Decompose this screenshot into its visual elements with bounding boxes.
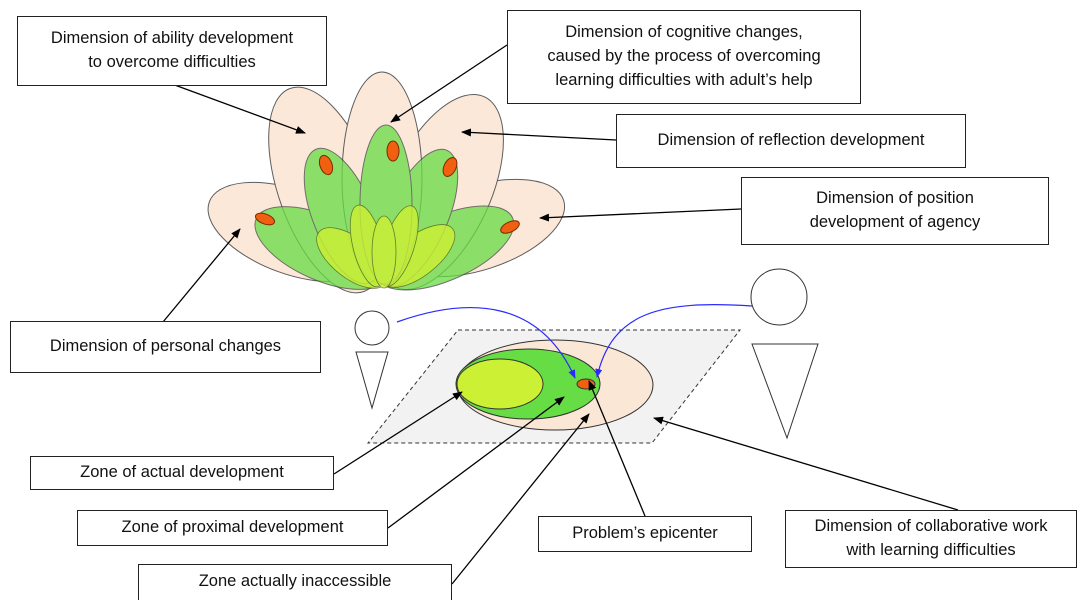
label-zone-actual: Zone of actual development bbox=[30, 456, 334, 490]
petal-tip-upper-right bbox=[442, 157, 458, 177]
label-cognitive-changes-text: Dimension of cognitive changes, caused b… bbox=[547, 23, 821, 89]
label-zone-proximal-text: Zone of proximal development bbox=[121, 518, 344, 537]
arrow-reflection bbox=[461, 128, 617, 141]
label-reflection-development-text: Dimension of reflection development bbox=[657, 131, 925, 150]
label-ability-development: Dimension of ability development to over… bbox=[17, 16, 327, 86]
label-problem-epicenter: Problem’s epicenter bbox=[538, 516, 752, 552]
label-position-development-text: Dimension of position development of age… bbox=[809, 189, 981, 231]
arrow-position bbox=[539, 208, 742, 222]
petal-tip-left bbox=[254, 212, 276, 226]
adult-head bbox=[750, 268, 808, 326]
label-collaborative-work: Dimension of collaborative work with lea… bbox=[785, 510, 1077, 568]
child-figure bbox=[354, 310, 390, 410]
adult-figure bbox=[750, 268, 819, 440]
arrow-inaccessible bbox=[451, 413, 590, 585]
core-petal-center bbox=[371, 215, 397, 289]
child-to-epicenter-arc bbox=[396, 307, 576, 379]
petal-tip-upper-left bbox=[318, 154, 334, 176]
adult-body bbox=[751, 343, 819, 440]
petal-tip-right bbox=[500, 220, 520, 234]
label-position-development: Dimension of position development of age… bbox=[741, 177, 1049, 245]
arrow-epicenter bbox=[588, 380, 646, 517]
label-cognitive-changes: Dimension of cognitive changes, caused b… bbox=[507, 10, 861, 104]
child-body bbox=[355, 351, 389, 410]
arrow-cognitive bbox=[390, 44, 508, 123]
arrow-ability bbox=[171, 83, 306, 134]
arrow-personal bbox=[162, 228, 241, 323]
label-personal-changes: Dimension of personal changes bbox=[10, 321, 321, 373]
flower-petal-tips bbox=[254, 140, 520, 234]
label-personal-changes-text: Dimension of personal changes bbox=[49, 337, 282, 356]
petal-tip-top bbox=[386, 140, 400, 162]
adult-to-epicenter-arc bbox=[595, 304, 753, 378]
flower-core-petals bbox=[316, 204, 456, 289]
arrow-collaborative bbox=[653, 416, 959, 511]
label-zone-proximal: Zone of proximal development bbox=[77, 510, 388, 546]
label-zone-inaccessible: Zone actually inaccessible bbox=[138, 564, 452, 600]
label-ability-development-text: Dimension of ability development to over… bbox=[50, 29, 294, 71]
arrow-actual bbox=[333, 391, 463, 475]
child-head bbox=[354, 310, 390, 346]
arrow-proximal bbox=[387, 396, 565, 529]
zone-actual-ellipse bbox=[456, 358, 544, 410]
label-collaborative-work-text: Dimension of collaborative work with lea… bbox=[814, 517, 1048, 559]
label-zone-inaccessible-text: Zone actually inaccessible bbox=[198, 572, 392, 590]
annotation-arrows bbox=[162, 44, 959, 585]
label-zone-actual-text: Zone of actual development bbox=[80, 463, 284, 482]
label-reflection-development: Dimension of reflection development bbox=[616, 114, 966, 168]
label-problem-epicenter-text: Problem’s epicenter bbox=[572, 524, 718, 543]
